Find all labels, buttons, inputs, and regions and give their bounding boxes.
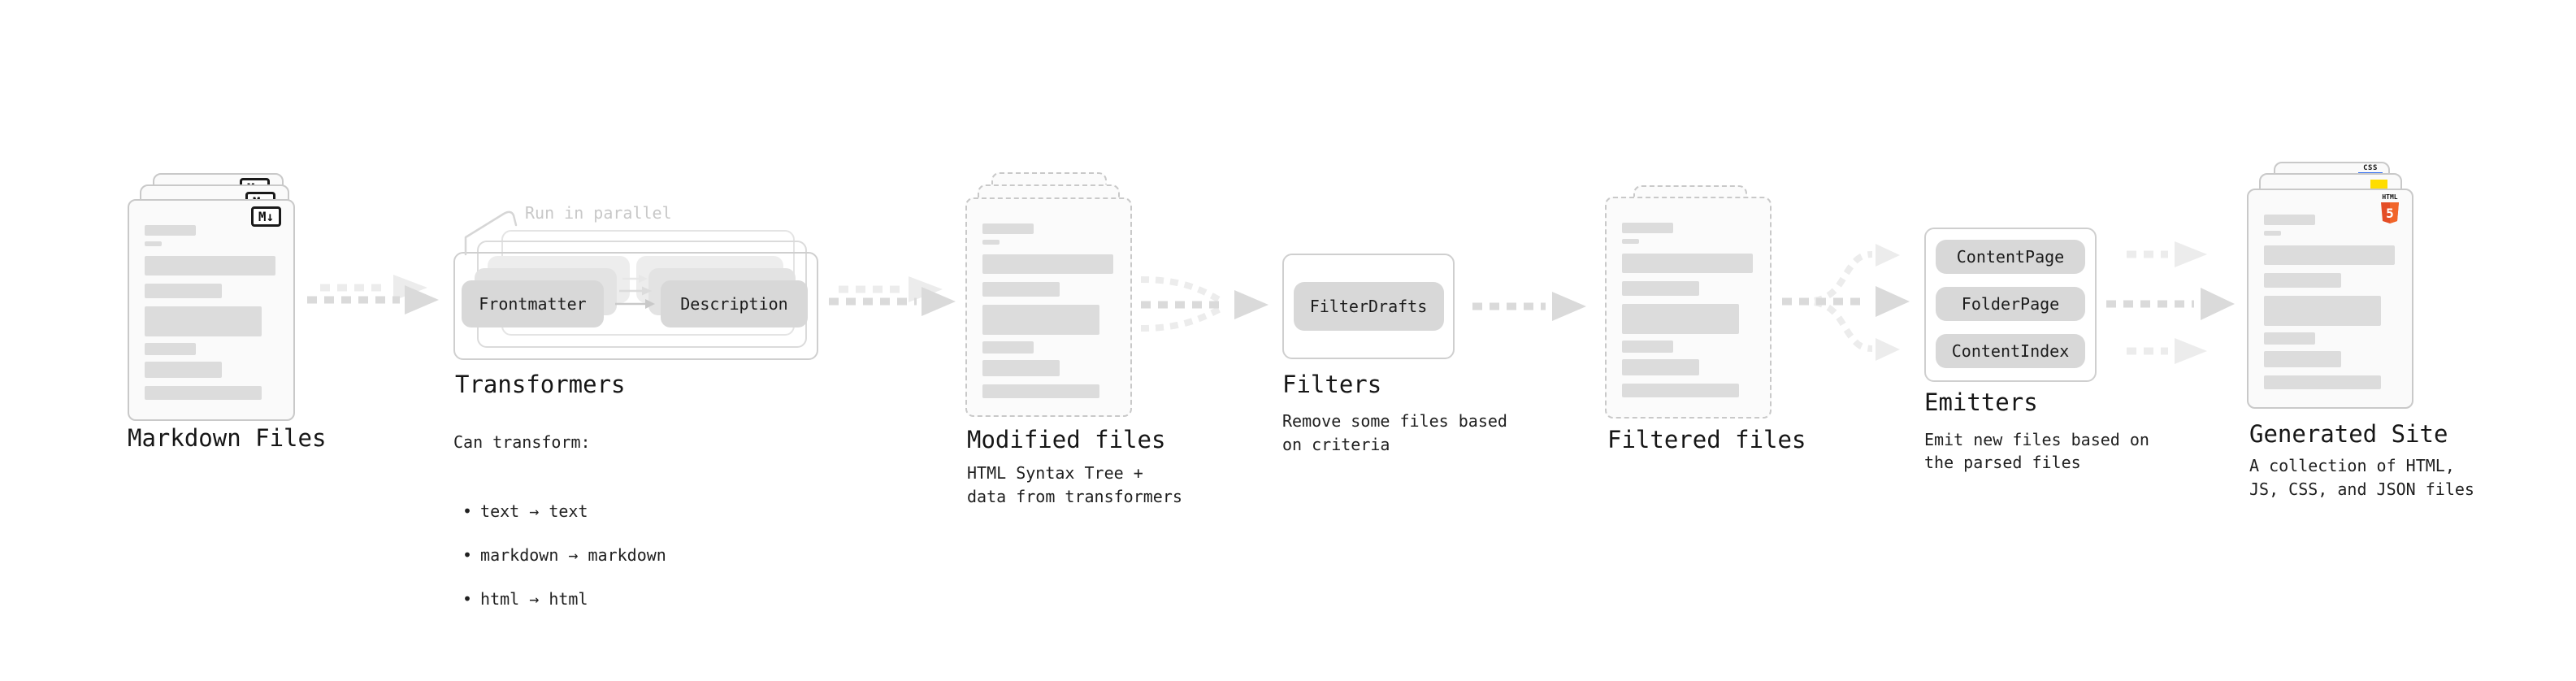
generated-html-page: HTML 5 (2247, 189, 2413, 409)
content-placeholder-bar (145, 225, 196, 236)
content-placeholder-bar (145, 241, 162, 246)
emitters-label: Emitters (1924, 388, 2038, 416)
markdown-icon: M↓ (251, 206, 281, 227)
content-placeholder-bar (1622, 281, 1699, 296)
document-content-placeholder (982, 199, 1113, 398)
content-placeholder-bar (982, 384, 1099, 398)
contentpage-pill: ContentPage (1936, 240, 2085, 274)
markdown-files-label: Markdown Files (128, 424, 327, 452)
flow-arrow-filters-to-filtered (1472, 292, 1586, 321)
emitters-description: Emit new files based on the parsed files (1924, 430, 2149, 472)
transformers-description: Can transform: text → text markdown → ma… (453, 410, 666, 654)
content-placeholder-bar (982, 341, 1034, 354)
transform-types-list: text → text markdown → markdown html → h… (453, 479, 666, 632)
content-placeholder-bar (1622, 223, 1673, 233)
transform-type-item: text → text (462, 501, 666, 523)
description-pill: Description (661, 280, 808, 327)
flow-arrow-filtered-to-emitters (1782, 244, 1910, 361)
content-placeholder-bar (2264, 273, 2341, 288)
content-placeholder-bar (2264, 375, 2381, 389)
content-placeholder-bar (1622, 359, 1699, 375)
content-placeholder-bar (982, 254, 1113, 274)
modified-files-description: HTML Syntax Tree + data from transformer… (967, 463, 1182, 506)
flow-arrow-emitters-to-site (2106, 241, 2235, 364)
can-transform-heading: Can transform: (453, 432, 591, 452)
folderpage-pill: FolderPage (1936, 287, 2085, 321)
content-placeholder-bar (1622, 254, 1753, 273)
content-placeholder-bar (2264, 332, 2315, 345)
modified-file-page-front (965, 197, 1132, 417)
content-placeholder-bar (145, 284, 222, 298)
content-placeholder-bar (982, 360, 1060, 376)
content-placeholder-bar (1622, 384, 1739, 397)
svg-text:HTML: HTML (2382, 193, 2397, 201)
filters-label: Filters (1282, 371, 1382, 398)
content-placeholder-bar (145, 343, 196, 355)
transformer-card-front (453, 252, 818, 360)
flow-arrow-transformers-to-modified (829, 276, 956, 316)
generated-site-label: Generated Site (2249, 420, 2448, 448)
content-placeholder-bar (2264, 245, 2395, 265)
modified-files-label: Modified files (967, 426, 1166, 453)
content-placeholder-bar (1622, 304, 1739, 334)
content-placeholder-bar (2264, 296, 2381, 326)
svg-text:5: 5 (2386, 206, 2394, 221)
transformers-label: Transformers (455, 371, 626, 398)
document-content-placeholder (2264, 190, 2395, 389)
filtered-files-label: Filtered files (1607, 426, 1806, 453)
filters-description: Remove some files based on criteria (1282, 411, 1507, 454)
emitters-card: ContentPage FolderPage ContentIndex (1924, 228, 2097, 382)
contentindex-pill: ContentIndex (1936, 334, 2085, 368)
content-placeholder-bar (982, 282, 1060, 297)
run-in-parallel-annotation: Run in parallel (525, 203, 672, 223)
content-placeholder-bar (145, 362, 222, 378)
content-placeholder-bar (982, 223, 1034, 234)
html5-icon: HTML 5 (2381, 193, 2399, 223)
css-badge-label: CSS (2363, 164, 2378, 172)
filtered-file-page-front (1605, 197, 1772, 419)
js-badge (2370, 180, 2387, 189)
content-placeholder-bar (1622, 340, 1673, 353)
content-placeholder-bar (1622, 239, 1639, 244)
filterdrafts-pill: FilterDrafts (1293, 282, 1444, 331)
flow-arrow-modified-to-filters (1140, 276, 1268, 332)
content-placeholder-bar (145, 306, 262, 336)
markdown-file-page-front: M↓ (128, 199, 295, 421)
content-placeholder-bar (982, 305, 1099, 335)
content-placeholder-bar (982, 240, 1000, 245)
content-placeholder-bar (145, 256, 275, 275)
content-placeholder-bar (2264, 351, 2341, 367)
transform-type-item: html → html (462, 588, 666, 610)
content-placeholder-bar (2264, 215, 2315, 225)
generated-site-description: A collection of HTML, JS, CSS, and JSON … (2249, 456, 2474, 499)
content-placeholder-bar (145, 386, 262, 400)
document-content-placeholder (145, 201, 275, 400)
flow-arrow-markdown-to-transformers (307, 275, 439, 314)
filters-card: FilterDrafts (1282, 254, 1455, 359)
content-placeholder-bar (2264, 231, 2281, 236)
frontmatter-pill: Frontmatter (462, 280, 604, 327)
document-content-placeholder (1622, 198, 1753, 397)
transform-type-item: markdown → markdown (462, 544, 666, 566)
